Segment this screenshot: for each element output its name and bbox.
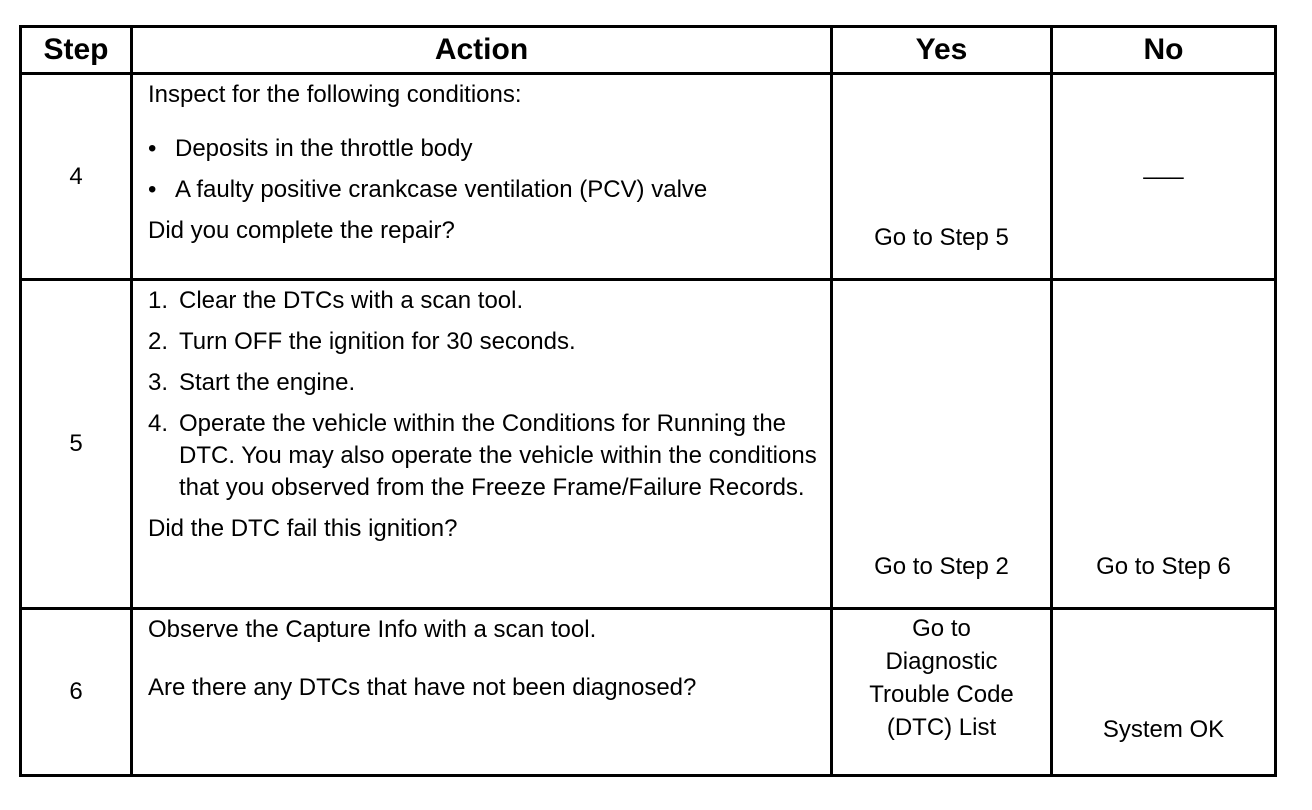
yes-line: Diagnostic: [885, 648, 998, 676]
yes-line: (DTC) List: [886, 714, 997, 742]
no-result: ___: [1143, 153, 1184, 181]
numbered-item: 3. Start the engine.: [148, 367, 820, 399]
item-number: 3.: [148, 369, 169, 396]
action-cell: 1. Clear the DTCs with a scan tool. 2. T…: [130, 277, 833, 611]
step-number: 4: [19, 72, 133, 281]
bullet-text: A faulty positive crankcase ventilation …: [175, 176, 708, 204]
diagnostic-table: Step Action Yes No 4 Inspect for the fol…: [19, 24, 1277, 777]
yes-line: Go to: [912, 615, 971, 643]
bullet-item: • Deposits in the throttle body: [148, 133, 820, 165]
numbered-item: 1. Clear the DTCs with a scan tool.: [148, 285, 820, 317]
yes-result: Go to Step 5: [874, 224, 1009, 251]
numbered-item: 2. Turn OFF the ignition for 30 seconds.: [148, 326, 820, 358]
no-cell: Go to Step 6: [1050, 277, 1277, 611]
item-text: Operate the vehicle within the Condition…: [179, 410, 817, 501]
item-text: Clear the DTCs with a scan tool.: [179, 287, 524, 314]
header-action: Action: [130, 24, 833, 76]
bullet-marker: •: [148, 176, 157, 204]
yes-cell: Go to Diagnostic Trouble Code (DTC) List: [830, 607, 1053, 777]
table-row-step-5: 5 1. Clear the DTCs with a scan tool. 2.…: [19, 277, 1277, 611]
no-result: Go to Step 6: [1096, 553, 1231, 581]
item-number: 2.: [148, 328, 169, 355]
action-intro: Inspect for the following conditions:: [148, 81, 522, 109]
header-no: No: [1050, 24, 1277, 76]
no-cell: ___: [1050, 72, 1277, 281]
action-question: Are there any DTCs that have not been di…: [148, 674, 697, 702]
yes-cell: Go to Step 2: [830, 277, 1053, 611]
action-question: Did you complete the repair?: [148, 217, 455, 245]
bullet-marker: •: [148, 135, 157, 163]
yes-line: Trouble Code: [869, 681, 1014, 709]
numbered-item: 4. Operate the vehicle within the Condit…: [148, 408, 820, 504]
item-text: Start the engine.: [179, 369, 356, 396]
header-yes: Yes: [830, 24, 1053, 76]
step-number: 5: [19, 277, 133, 611]
bullet-text: Deposits in the throttle body: [175, 135, 473, 163]
step-number: 6: [19, 607, 133, 777]
yes-cell: Go to Step 5: [830, 72, 1053, 281]
item-number: 4.: [148, 410, 169, 437]
no-cell: System OK: [1050, 607, 1277, 777]
header-step: Step: [19, 24, 133, 76]
yes-result: Go to Step 2: [874, 553, 1009, 581]
item-number: 1.: [148, 287, 169, 314]
action-question: Did the DTC fail this ignition?: [148, 515, 458, 542]
action-cell: Inspect for the following conditions: • …: [130, 72, 833, 281]
action-intro: Observe the Capture Info with a scan too…: [148, 616, 597, 644]
item-text: Turn OFF the ignition for 30 seconds.: [179, 328, 576, 355]
table-row-step-6: 6 Observe the Capture Info with a scan t…: [19, 607, 1277, 777]
table-row-step-4: 4 Inspect for the following conditions: …: [19, 72, 1277, 281]
bullet-item: • A faulty positive crankcase ventilatio…: [148, 174, 820, 206]
header-row: Step Action Yes No: [19, 24, 1277, 76]
action-cell: Observe the Capture Info with a scan too…: [130, 607, 833, 777]
no-result: System OK: [1102, 716, 1225, 743]
